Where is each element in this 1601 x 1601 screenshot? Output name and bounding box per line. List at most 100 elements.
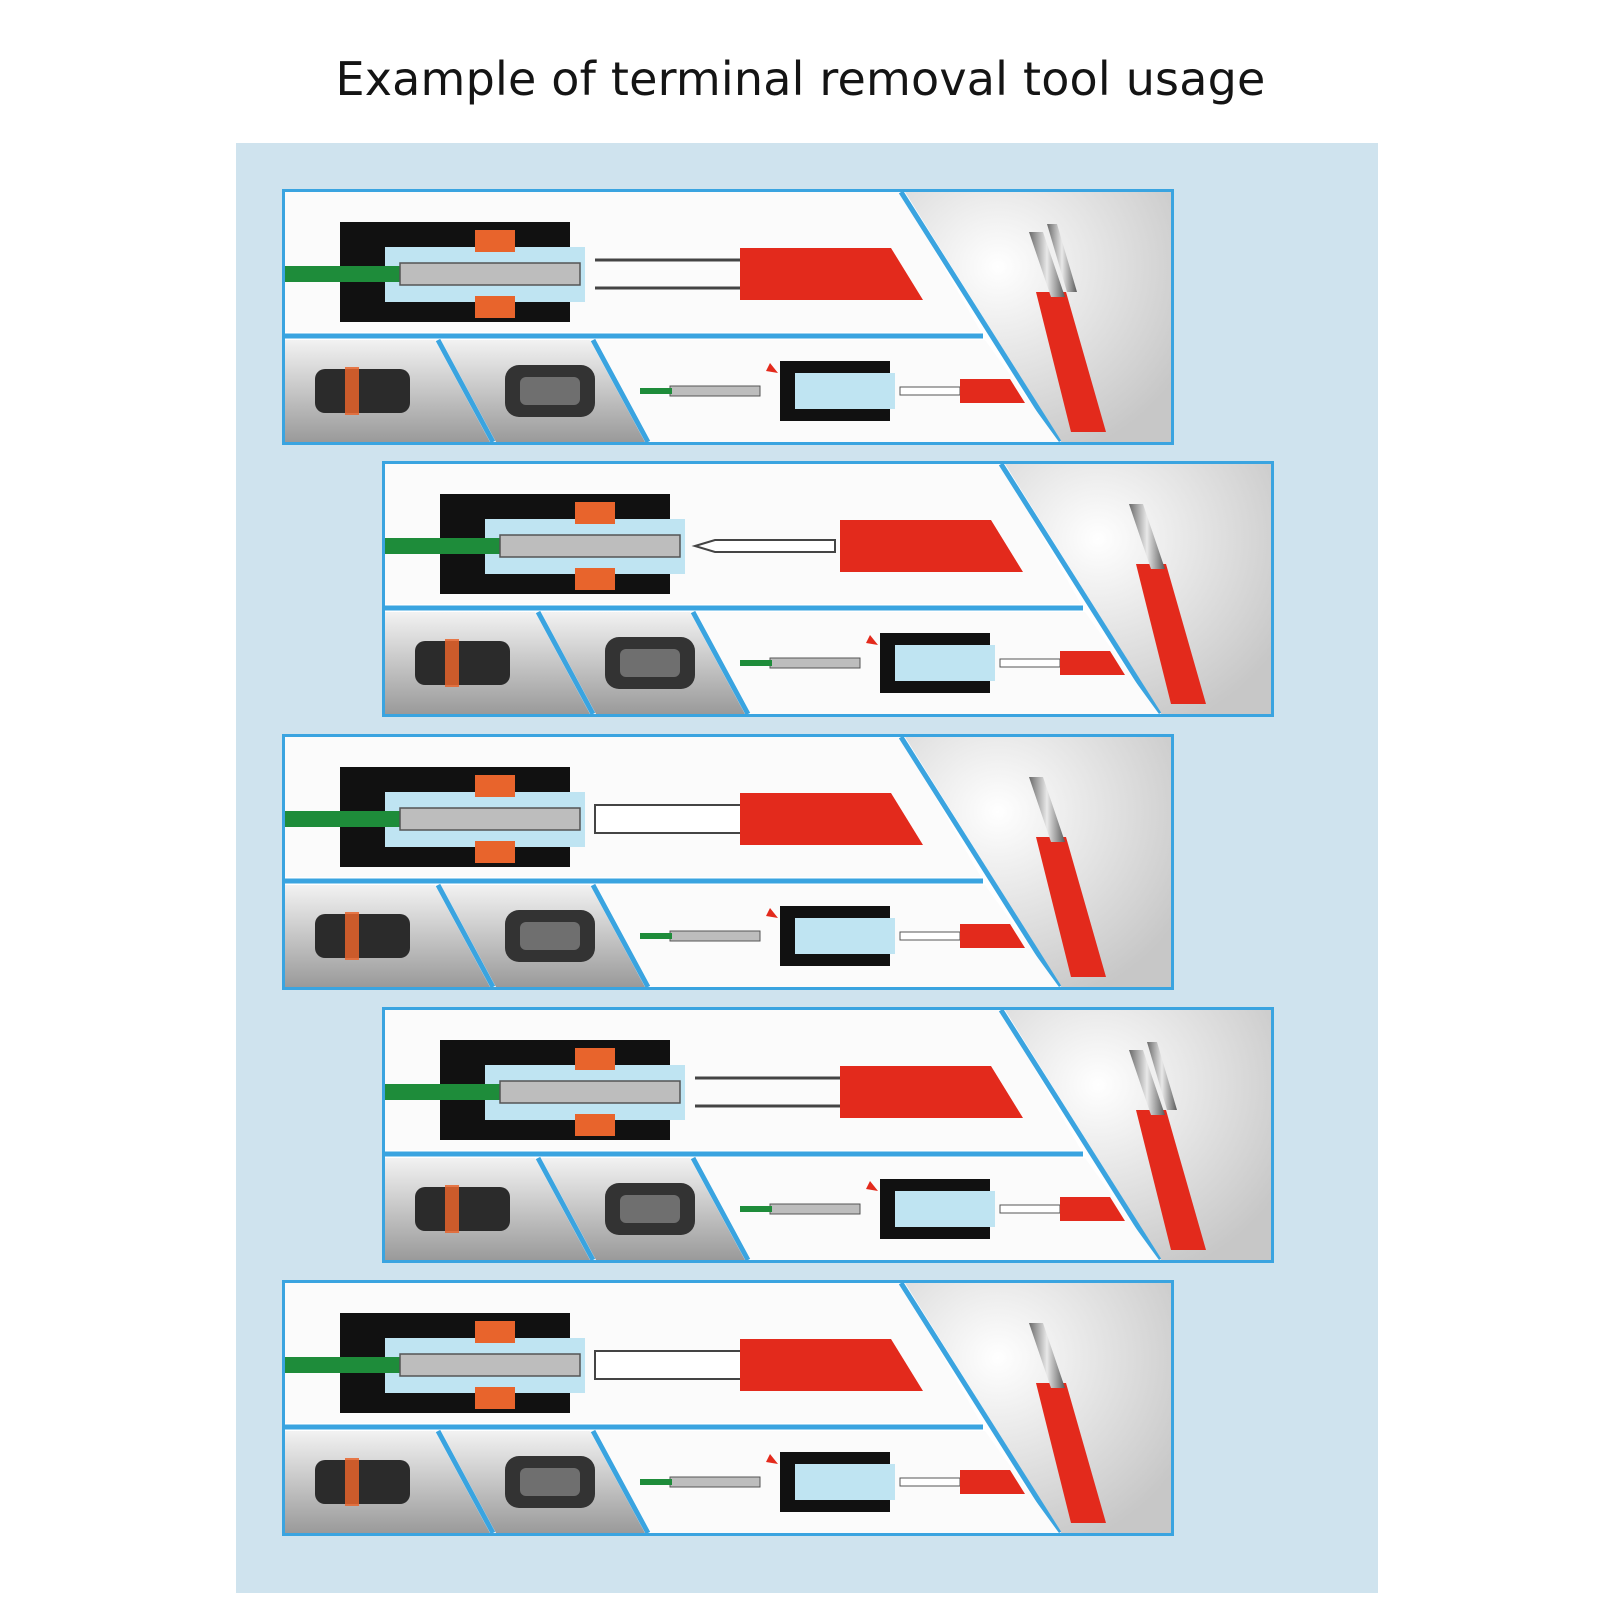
- seal-block: [475, 296, 515, 318]
- connector-photo: [315, 914, 410, 958]
- seal-ring: [345, 1458, 359, 1506]
- mini-wire: [740, 660, 772, 666]
- tool-row-4: [382, 1007, 1274, 1263]
- seal-ring: [445, 639, 459, 687]
- arrow-icon: [866, 1181, 878, 1191]
- arrow-icon: [766, 1454, 778, 1464]
- mini-insulator: [895, 1191, 995, 1227]
- tool-photo-area: [1005, 1010, 1271, 1260]
- seal-ring: [445, 1185, 459, 1233]
- tool-row-5: [282, 1280, 1174, 1536]
- mini-tool-tip: [899, 386, 961, 396]
- mini-tool-tip: [999, 1204, 1061, 1214]
- mini-terminal: [669, 1476, 761, 1488]
- mini-tool-tip: [899, 1477, 961, 1487]
- seal-block: [575, 502, 615, 524]
- mini-terminal: [769, 1203, 861, 1215]
- tool-handle: [840, 1066, 1023, 1118]
- mini-wire: [740, 1206, 772, 1212]
- mini-tool-handle: [1060, 651, 1125, 675]
- diagonal-divider: [898, 190, 1062, 444]
- connector-photo: [315, 1460, 410, 1504]
- mini-tool-handle: [1060, 1197, 1125, 1221]
- diagonal-divider: [898, 1281, 1062, 1535]
- connector-face: [620, 1195, 680, 1223]
- tool-handle: [740, 1339, 923, 1391]
- terminal: [399, 1353, 581, 1377]
- terminal: [499, 1080, 681, 1104]
- arrow-icon: [866, 635, 878, 645]
- tool-photo-shaft: [1029, 1323, 1065, 1388]
- photo-divider: [435, 338, 496, 444]
- mini-tool-handle: [960, 1470, 1025, 1494]
- tool-handle: [840, 520, 1023, 572]
- tool-photo-area: [1005, 464, 1271, 714]
- tool-photo-handle: [1036, 292, 1106, 432]
- photo-divider: [435, 1429, 496, 1535]
- tool-photo-area: [905, 1283, 1171, 1533]
- seal-block: [475, 1387, 515, 1409]
- photo-divider: [535, 1156, 596, 1262]
- photo-divider: [690, 610, 751, 716]
- mini-terminal: [669, 930, 761, 942]
- mini-wire: [640, 933, 672, 939]
- seal-ring: [345, 912, 359, 960]
- photo-divider: [590, 883, 651, 989]
- arrow-icon: [766, 908, 778, 918]
- tool-photo-handle: [1036, 837, 1106, 977]
- tool-photo-area: [905, 192, 1171, 442]
- mini-tool-tip: [999, 658, 1061, 668]
- mini-tool-handle: [960, 379, 1025, 403]
- diagonal-divider: [998, 1008, 1162, 1262]
- arrow-icon: [766, 363, 778, 373]
- tool-row-3: [282, 734, 1174, 990]
- tool-photo-prong: [1147, 1042, 1177, 1110]
- photo-divider: [590, 338, 651, 444]
- photo-divider: [435, 883, 496, 989]
- connector-face: [520, 377, 580, 405]
- wire: [385, 1084, 505, 1100]
- mini-insulator: [795, 373, 895, 409]
- tool-photo-shaft: [1129, 1050, 1165, 1115]
- tool-row-2: [382, 461, 1274, 717]
- mini-wire: [640, 388, 672, 394]
- tool-photo-shaft: [1029, 232, 1065, 297]
- diagonal-divider: [898, 735, 1062, 989]
- seal-block: [475, 1321, 515, 1343]
- mini-terminal: [669, 385, 761, 397]
- seal-block: [575, 1048, 615, 1070]
- seal-block: [575, 1114, 615, 1136]
- page-title: Example of terminal removal tool usage: [335, 52, 1266, 106]
- photo-divider: [590, 1429, 651, 1535]
- mini-insulator: [895, 645, 995, 681]
- tool-photo-area: [905, 737, 1171, 987]
- terminal: [399, 807, 581, 831]
- connector-face: [520, 922, 580, 950]
- connector-photo: [415, 641, 510, 685]
- tool-photo-handle: [1136, 1110, 1206, 1250]
- photo-divider: [535, 610, 596, 716]
- connector-photo: [315, 369, 410, 413]
- seal-block: [475, 775, 515, 797]
- mini-insulator: [795, 1464, 895, 1500]
- terminal: [499, 534, 681, 558]
- tool-photo-shaft: [1029, 777, 1065, 842]
- connector-face: [620, 649, 680, 677]
- seal-block: [575, 568, 615, 590]
- tool-photo-handle: [1136, 564, 1206, 704]
- tool-row-1: [282, 189, 1174, 445]
- tool-photo-prong: [1047, 224, 1077, 292]
- photo-divider: [690, 1156, 751, 1262]
- tool-tube: [594, 1350, 746, 1380]
- wire: [385, 538, 505, 554]
- tool-blade: [691, 539, 836, 553]
- diagonal-divider: [998, 462, 1162, 716]
- wire: [285, 811, 405, 827]
- wire: [285, 266, 405, 282]
- tool-handle: [740, 248, 923, 300]
- wire: [285, 1357, 405, 1373]
- tool-photo-shaft: [1129, 504, 1165, 569]
- terminal: [399, 262, 581, 286]
- mini-terminal: [769, 657, 861, 669]
